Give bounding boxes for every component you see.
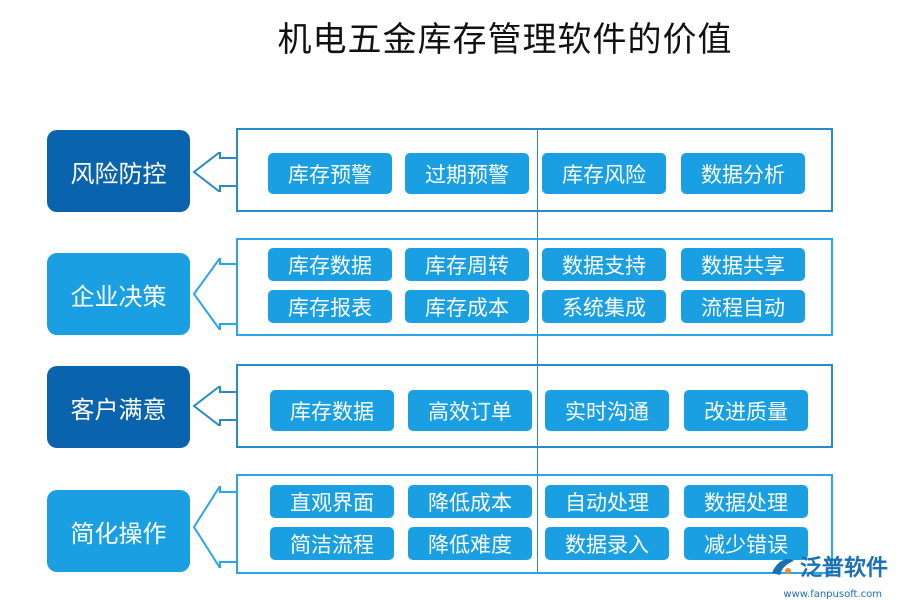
brand-url: www.fanpusoft.com (783, 589, 882, 600)
chip-simplify-5: 简洁流程 (270, 527, 394, 560)
page-title: 机电五金库存管理软件的价值 (277, 20, 733, 60)
panel-customer-satisfaction (236, 364, 833, 448)
chip-risk-4: 数据分析 (681, 153, 805, 194)
chip-simplify-4: 数据处理 (684, 485, 808, 518)
chip-risk-2: 过期预警 (405, 153, 529, 194)
arrow-left-icon (192, 258, 236, 330)
brand-logo-icon (771, 559, 794, 575)
chip-customer-3: 实时沟通 (545, 390, 669, 431)
arrow-left-icon (192, 152, 236, 192)
chip-decision-1: 库存数据 (268, 248, 392, 281)
category-risk-control: 风险防控 (47, 130, 190, 212)
panel-simplify-operation (236, 474, 833, 574)
chip-simplify-7: 数据录入 (545, 527, 669, 560)
brand-watermark: 泛普软件 (770, 550, 888, 582)
arrow-left-icon (192, 486, 236, 568)
chip-decision-2: 库存周转 (405, 248, 529, 281)
chip-simplify-8: 减少错误 (684, 527, 808, 560)
chip-decision-5: 库存报表 (268, 290, 392, 323)
arrow-left-icon (192, 386, 236, 426)
chip-risk-3: 库存风险 (542, 153, 666, 194)
chip-customer-1: 库存数据 (270, 390, 394, 431)
chip-simplify-2: 降低成本 (408, 485, 532, 518)
category-simplify-operation: 简化操作 (47, 490, 190, 572)
chip-decision-4: 数据共享 (681, 248, 805, 281)
category-customer-satisfaction: 客户满意 (47, 366, 190, 448)
chip-simplify-1: 直观界面 (270, 485, 394, 518)
chip-simplify-6: 降低难度 (408, 527, 532, 560)
chip-decision-3: 数据支持 (542, 248, 666, 281)
brand-name: 泛普软件 (799, 556, 888, 581)
category-decision: 企业决策 (47, 253, 190, 335)
chip-decision-7: 系统集成 (542, 290, 666, 323)
panel-risk-control (236, 128, 833, 212)
chip-decision-8: 流程自动 (681, 290, 805, 323)
panel-decision (236, 238, 833, 336)
chip-simplify-3: 自动处理 (545, 485, 669, 518)
chip-customer-4: 改进质量 (684, 390, 808, 431)
chip-customer-2: 高效订单 (408, 390, 532, 431)
chip-risk-1: 库存预警 (268, 153, 392, 194)
chip-decision-6: 库存成本 (405, 290, 529, 323)
center-divider-line (537, 128, 538, 574)
